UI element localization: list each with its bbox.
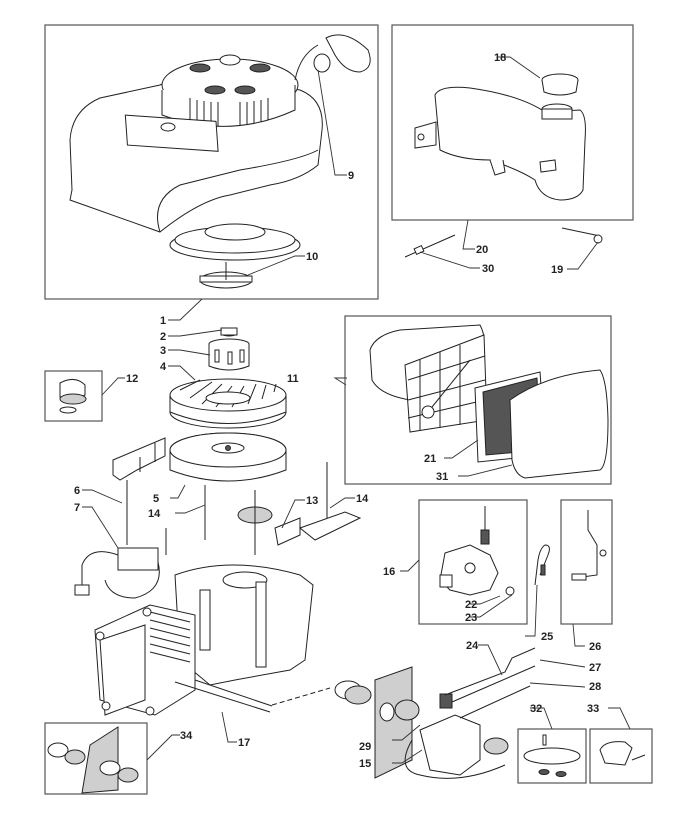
label-3: 3 [160,345,166,357]
float-kit [599,741,646,766]
label-20: 20 [476,244,488,256]
label-18: 18 [494,52,506,64]
cam-kit-box [44,370,103,422]
cam-kit [59,379,87,414]
label-14b: 14 [356,493,369,505]
label-7: 7 [74,502,80,514]
label-17: 17 [238,737,250,749]
label-34: 34 [180,730,193,742]
label-4: 4 [160,361,167,373]
gasket-kit-box [44,722,148,795]
label-11: 11 [287,373,299,385]
leader-lines [82,56,631,764]
label-10: 10 [306,251,318,263]
starter-pulley [169,223,301,261]
governor [237,490,362,555]
flywheel-nut [220,327,238,337]
carb-repair-kit-box [517,728,587,784]
part-labels: 1 2 3 4 5 6 7 9 10 11 12 13 14 14 15 16 … [74,52,601,770]
label-31: 31 [436,471,448,483]
label-32: 32 [530,703,542,715]
label-14a: 14 [148,508,161,520]
throttle-bracket-box [418,499,528,625]
label-30: 30 [482,263,494,275]
starter-handle [294,34,371,81]
spring-25 [534,544,550,586]
recoil-starter-housing [69,54,323,233]
label-16: 16 [383,566,395,578]
engine-block [94,564,314,716]
carburetor-studs [174,679,331,713]
label-25: 25 [541,631,553,643]
ignition-shroud-bracket [112,437,166,481]
label-22: 22 [465,599,477,611]
gasket-kit [47,726,139,794]
bolt-19 [561,227,603,244]
governor-lever [571,510,607,581]
governor-rods [444,647,536,719]
pawl-plate [199,262,253,289]
flywheel [169,432,287,482]
label-6: 6 [74,485,80,497]
tank-bolt-30 [404,234,456,258]
label-12: 12 [126,373,138,385]
label-13: 13 [306,495,318,507]
label-33: 33 [587,703,599,715]
intake-gasket-set [334,666,420,779]
float-kit-box [589,728,653,784]
label-1: 1 [160,315,166,327]
label-24: 24 [466,640,479,652]
ignition-coil [74,528,167,599]
label-26: 26 [589,641,601,653]
governor-lever-box [560,499,613,625]
label-19: 19 [551,264,563,276]
starter-cup [208,338,250,371]
carb-repair-kit [523,734,581,777]
label-15: 15 [359,758,371,770]
carburetor [404,693,509,779]
label-23: 23 [465,612,477,624]
fuel-tank-box [391,24,634,221]
recoil-starter-box [44,24,379,300]
label-29: 29 [359,741,371,753]
air-filter-box [344,315,612,485]
pre-filter-foam [509,369,609,479]
air-filter-cover [369,324,488,433]
label-28: 28 [589,681,601,693]
label-2: 2 [160,331,166,343]
fuel-tank [414,86,586,201]
label-21: 21 [424,453,436,465]
throttle-bracket [439,506,515,596]
label-5: 5 [153,493,159,505]
label-27: 27 [589,662,601,674]
label-9: 9 [348,170,354,182]
cooling-fan [169,378,287,429]
fuel-cap [541,73,579,96]
